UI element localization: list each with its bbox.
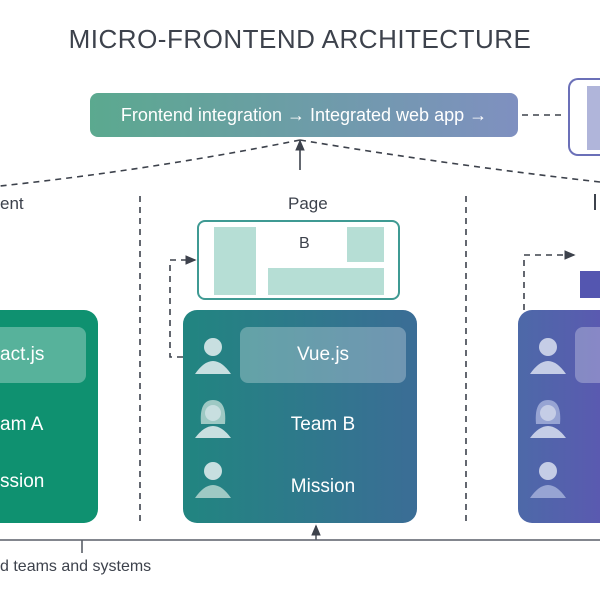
page-box: B	[197, 220, 400, 300]
person-male-icon	[530, 338, 566, 374]
person-female-icon	[195, 400, 231, 438]
tech-label: act.js	[0, 344, 45, 365]
mission-label: Mission	[290, 476, 356, 497]
page-title: MICRO-FRONTEND ARCHITECTURE	[68, 24, 532, 54]
center-connector	[169, 255, 197, 358]
integrated-app-box	[568, 78, 600, 156]
line-to-right	[299, 139, 600, 183]
team-card-b: Vue.js Team B Mission	[183, 310, 417, 523]
person-female-icon	[530, 400, 566, 438]
tech-pill: Vue.js	[240, 327, 406, 383]
page-block	[347, 227, 384, 262]
person-male-icon	[195, 462, 231, 498]
tech-pill: act.js	[0, 327, 86, 383]
team-label: am A	[0, 414, 44, 435]
person-male-icon	[530, 462, 566, 498]
right-fragment-block	[580, 271, 600, 298]
mission-label: ssion	[0, 471, 45, 492]
footer-caption: d teams and systems	[0, 558, 152, 575]
right-connector	[523, 250, 576, 310]
column-label-right-partial	[594, 194, 596, 210]
page-letter: B	[299, 235, 310, 252]
team-label: Team B	[290, 414, 356, 435]
tech-pill	[575, 327, 600, 383]
frontend-integration-bar: Frontend integration → Integrated web ap…	[90, 93, 518, 137]
column-label-page: Page	[288, 194, 328, 213]
team-card-a: act.js am A ssion	[0, 310, 98, 523]
line-to-left	[0, 139, 301, 187]
app-block	[587, 86, 600, 150]
column-label-left: ent	[0, 194, 24, 213]
page-block	[214, 227, 256, 295]
person-male-icon	[195, 338, 231, 374]
page-block	[268, 268, 384, 295]
team-card-c	[518, 310, 600, 523]
